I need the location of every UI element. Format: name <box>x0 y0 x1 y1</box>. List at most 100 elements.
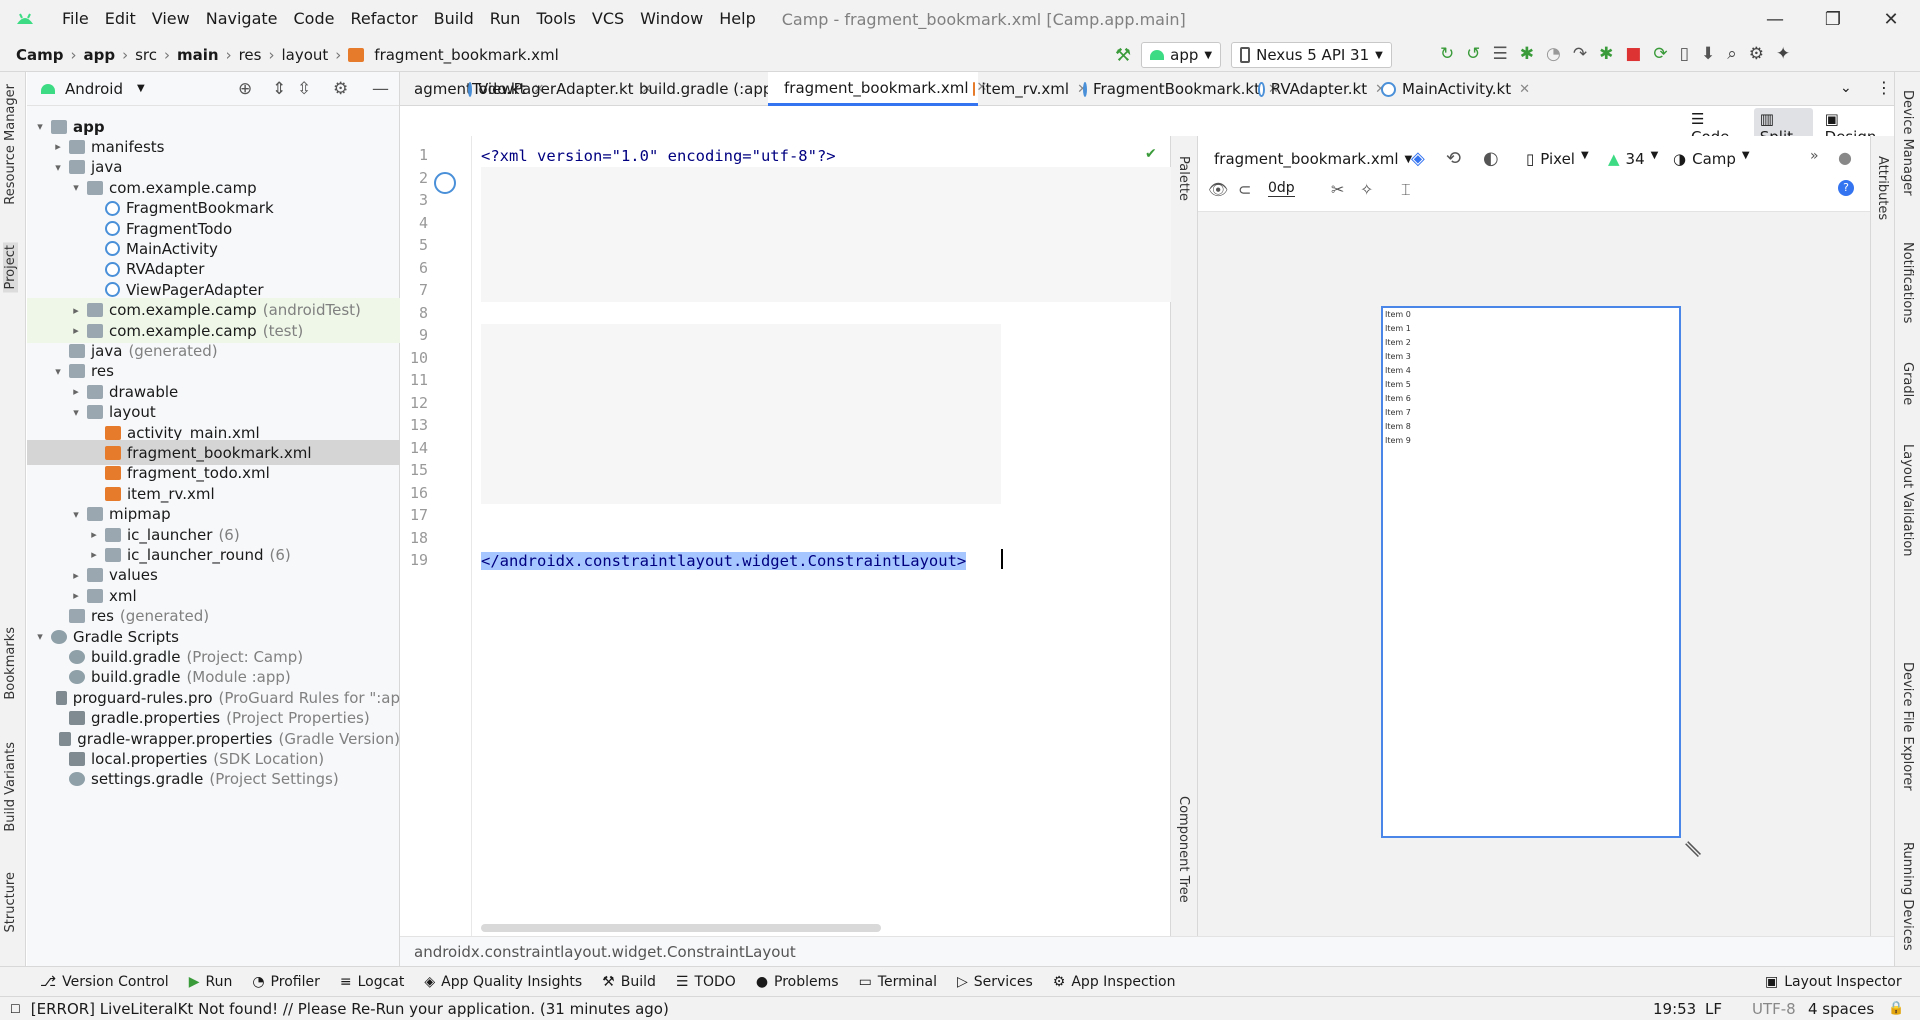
component-tree-tab[interactable]: Component Tree <box>1176 796 1191 903</box>
tree-item[interactable]: ▸com.example.camp(test) <box>27 318 400 343</box>
horizontal-scrollbar[interactable] <box>481 924 881 932</box>
run-config-select[interactable]: app▼ <box>1141 42 1222 68</box>
breadcrumb-item[interactable]: app <box>83 45 116 64</box>
status-message[interactable]: [ERROR] LiveLiteralKt Not found! // Plea… <box>30 999 669 1018</box>
device-manager-icon[interactable]: ▯ <box>1679 44 1690 64</box>
tree-item[interactable]: ▾app <box>27 114 400 139</box>
tool-gradle[interactable]: Gradle <box>1900 362 1915 406</box>
profile-icon[interactable]: ◔ <box>1546 44 1561 64</box>
magnet-icon[interactable]: ⊂ <box>1238 180 1252 199</box>
tree-item[interactable]: build.gradle(Module :app) <box>27 665 400 690</box>
tool-version-control[interactable]: ⎇Version Control <box>40 973 169 990</box>
tab-fragment-bookmark-xml[interactable]: fragment_bookmark.xml✕ <box>768 72 987 106</box>
line-separator[interactable]: LF <box>1705 999 1722 1018</box>
night-mode-icon[interactable]: ◐ <box>1483 148 1499 169</box>
tool-logcat[interactable]: ≡Logcat <box>339 973 405 990</box>
menu-vcs[interactable]: VCS <box>591 9 625 28</box>
guidelines-icon[interactable]: ⌶ <box>1401 180 1411 199</box>
chevron-right-icon[interactable]: ▸ <box>73 568 79 582</box>
tool-bookmarks[interactable]: Bookmarks <box>3 627 18 700</box>
tree-item[interactable]: ▾java <box>27 155 400 180</box>
tree-item[interactable]: FragmentBookmark <box>27 196 400 221</box>
tree-item[interactable]: proguard-rules.pro(ProGuard Rules for ":… <box>27 685 400 710</box>
tab-build-gradle-app-[interactable]: build.gradle (:app)✕ <box>623 72 797 106</box>
tree-item[interactable]: ▾layout <box>27 400 400 425</box>
tree-item[interactable]: ▸xml <box>27 583 400 608</box>
chevron-down-icon[interactable]: ▾ <box>37 120 43 133</box>
chevron-right-icon[interactable]: ▸ <box>73 589 79 603</box>
menu-build[interactable]: Build <box>433 9 474 28</box>
chevron-right-icon[interactable]: ▸ <box>91 548 97 562</box>
tool-resource-manager[interactable]: Resource Manager <box>3 84 18 205</box>
tab-fragmentbookmark-kt[interactable]: FragmentBookmark.kt✕ <box>1073 72 1279 106</box>
breadcrumb-item[interactable]: Camp <box>16 45 64 64</box>
close-tab-icon[interactable]: ✕ <box>976 80 988 95</box>
tree-item[interactable]: ▸manifests <box>27 134 400 159</box>
tree-item[interactable]: ▸values <box>27 563 400 588</box>
device-preview-select[interactable]: ▯Pixel▼ <box>1526 150 1589 168</box>
tree-item[interactable]: gradle-wrapper.properties(Gradle Version… <box>27 726 400 751</box>
clear-constraints-icon[interactable]: ✂ <box>1331 180 1345 199</box>
tool-problems[interactable]: ●Problems <box>755 973 839 990</box>
caret-position[interactable]: 19:53 <box>1653 999 1697 1018</box>
attributes-tab[interactable]: Attributes <box>1875 156 1890 221</box>
tree-item[interactable]: build.gradle(Project: Camp) <box>27 644 400 669</box>
layout-file-select[interactable]: fragment_bookmark.xml▼ <box>1214 150 1413 168</box>
breadcrumb-item[interactable]: fragment_bookmark.xml <box>374 45 559 64</box>
menu-code[interactable]: Code <box>293 9 335 28</box>
tool-terminal[interactable]: ▭Terminal <box>858 973 937 990</box>
tree-item[interactable]: fragment_todo.xml <box>27 461 400 486</box>
tree-item[interactable]: res(generated) <box>27 604 400 629</box>
debug-icon[interactable]: ✱ <box>1519 44 1534 64</box>
breadcrumb-item[interactable]: src <box>135 45 158 64</box>
infer-constraints-icon[interactable]: ✧ <box>1360 180 1374 199</box>
search-icon[interactable]: ⌕ <box>1727 44 1737 64</box>
tree-item[interactable]: gradle.properties(Project Properties) <box>27 706 400 731</box>
chevron-down-icon[interactable]: ▾ <box>73 181 79 195</box>
close-tab-icon[interactable]: ✕ <box>1519 81 1531 97</box>
tool-device-manager[interactable]: Device Manager <box>1900 90 1915 196</box>
close-tab-icon[interactable]: ✕ <box>641 81 653 97</box>
tree-item[interactable]: RVAdapter <box>27 257 400 282</box>
tool-device-file-explorer[interactable]: Device File Explorer <box>1900 662 1915 791</box>
tree-item[interactable]: fragment_bookmark.xml <box>27 440 400 466</box>
tree-item[interactable]: ▸ic_launcher(6) <box>27 522 400 547</box>
tree-item[interactable]: ▸ic_launcher_round(6) <box>27 542 400 567</box>
menu-file[interactable]: File <box>62 9 89 28</box>
chevron-down-icon[interactable]: ▾ <box>73 507 79 521</box>
tree-item[interactable]: ViewPagerAdapter <box>27 277 400 302</box>
theme-select[interactable]: ◑Camp▼ <box>1673 150 1750 168</box>
maximize-button[interactable]: ❐ <box>1824 8 1842 30</box>
tool-project[interactable]: Project <box>3 242 18 293</box>
tool-services[interactable]: ▷Services <box>956 973 1033 990</box>
menu-tools[interactable]: Tools <box>536 9 576 28</box>
menu-navigate[interactable]: Navigate <box>205 9 278 28</box>
palette-tab[interactable]: Palette <box>1176 156 1191 202</box>
tool-app-quality-insights[interactable]: ◈App Quality Insights <box>424 973 583 990</box>
project-view-select[interactable]: Android <box>65 79 123 98</box>
chevron-down-icon[interactable]: ▼ <box>137 83 145 94</box>
status-message-icon[interactable]: ☐ <box>10 1001 21 1016</box>
more-icon[interactable]: » <box>1810 148 1819 164</box>
indent-setting[interactable]: 4 spaces <box>1808 999 1875 1018</box>
tab-mainactivity-kt[interactable]: MainActivity.kt✕ <box>1371 72 1546 106</box>
warning-icon[interactable]: ● <box>1838 148 1852 167</box>
chevron-down-icon[interactable]: ▾ <box>55 364 61 378</box>
menu-edit[interactable]: Edit <box>104 9 136 28</box>
layers-icon[interactable]: ◈ <box>1411 148 1425 169</box>
lock-icon[interactable]: 🔒 <box>1888 1001 1905 1016</box>
tree-item[interactable]: FragmentTodo <box>27 216 400 241</box>
plugins-icon[interactable]: ✦ <box>1776 44 1791 64</box>
hide-icon[interactable]: — <box>372 78 389 99</box>
gear-icon[interactable]: ⚙ <box>333 78 349 99</box>
locate-icon[interactable]: ⊕ <box>238 78 253 99</box>
menu-refactor[interactable]: Refactor <box>350 9 418 28</box>
tool-structure[interactable]: Structure <box>3 872 18 933</box>
chevron-down-icon[interactable]: ▾ <box>55 160 61 174</box>
tool-profiler[interactable]: ◔Profiler <box>252 973 320 990</box>
breadcrumb-item[interactable]: main <box>177 45 219 64</box>
tool-todo[interactable]: ☰TODO <box>675 973 736 990</box>
minimize-button[interactable]: — <box>1766 8 1784 30</box>
menu-view[interactable]: View <box>151 9 190 28</box>
